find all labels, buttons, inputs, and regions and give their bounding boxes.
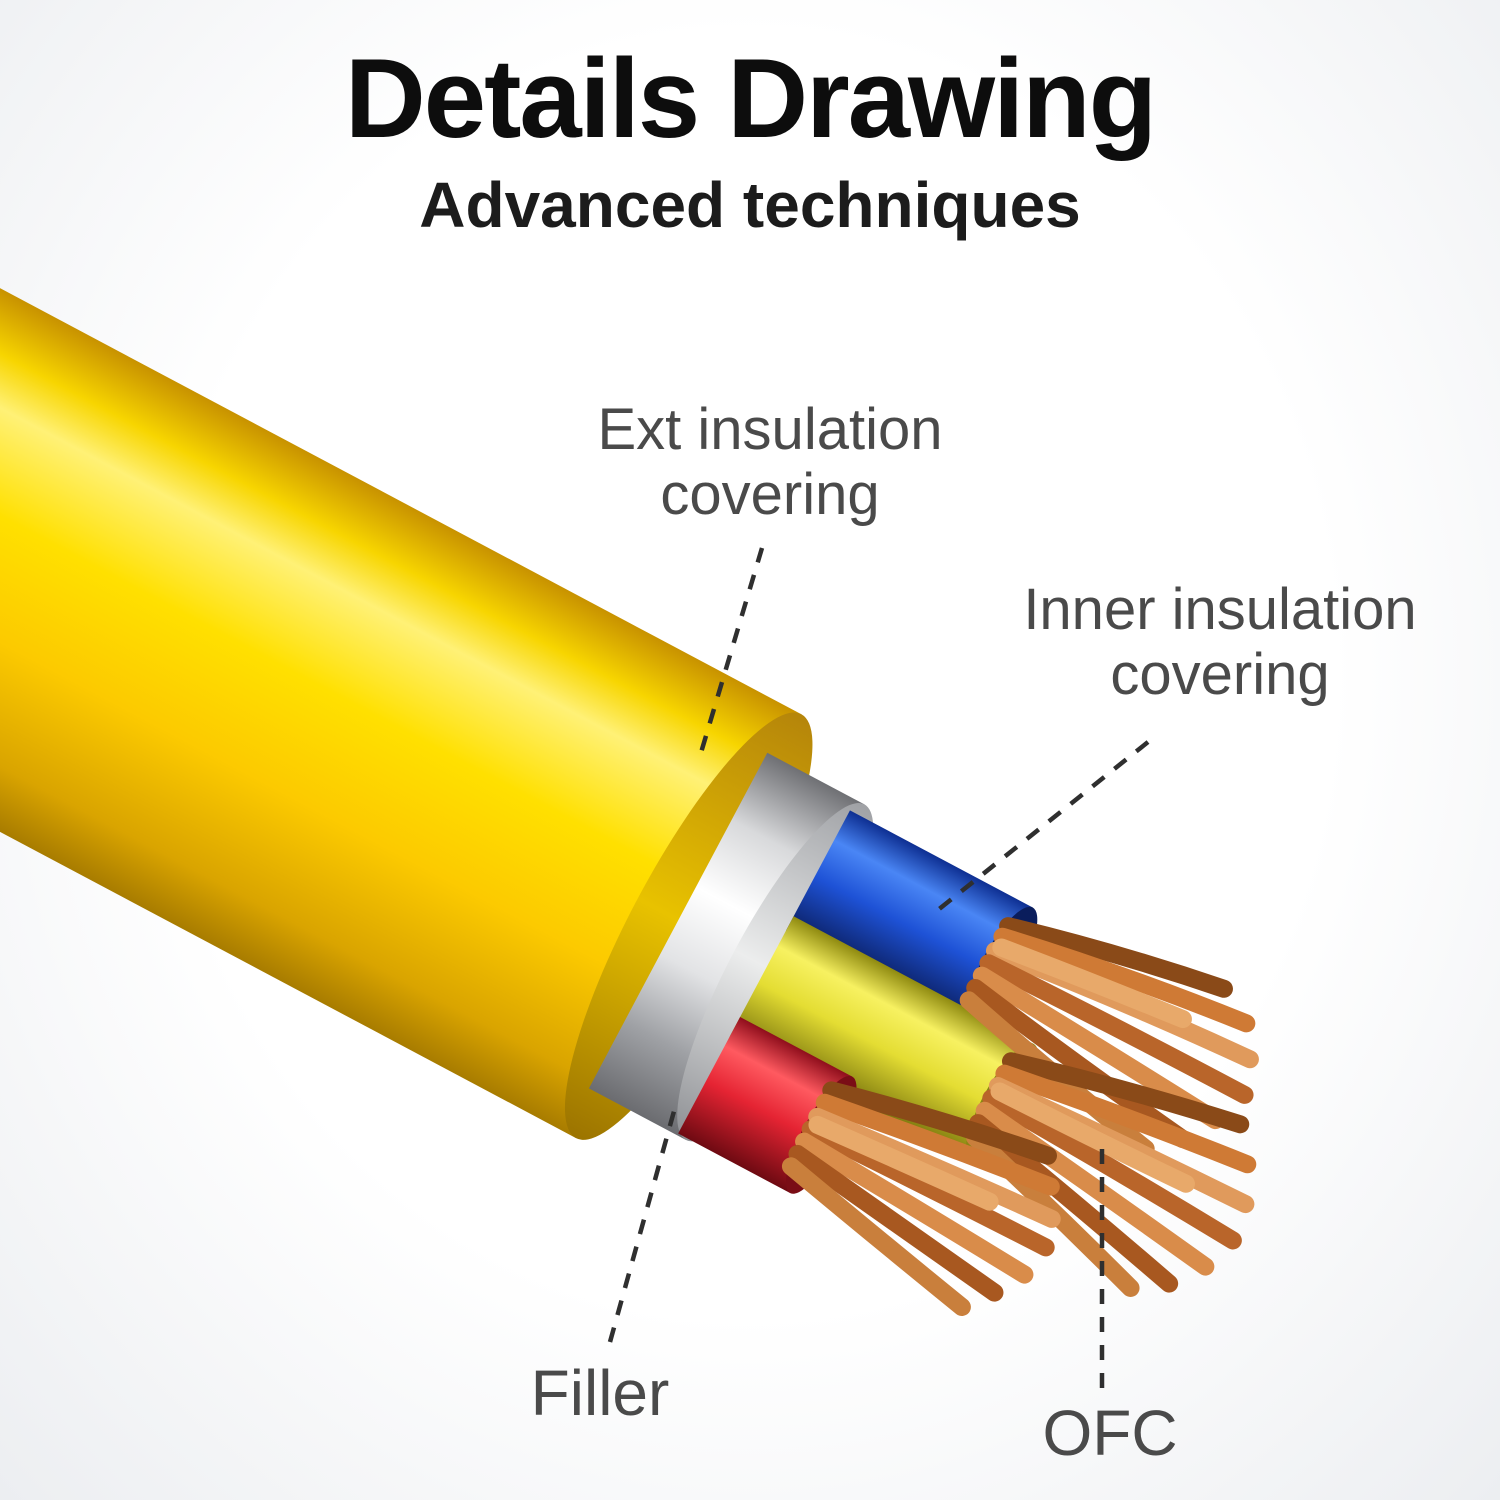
cable-assembly (0, 179, 1259, 1317)
label-filler: Filler (530, 1357, 670, 1429)
copper-strands-red (781, 1081, 1061, 1317)
leader-line-inner-insulation (936, 740, 1150, 912)
leader-line-filler (607, 1103, 679, 1343)
label-ofc: OFC (1042, 1397, 1178, 1469)
copper-strands-blue (959, 917, 1259, 1158)
leader-line-ext-insulation (697, 547, 765, 757)
label-inner-insulation-covering: Inner insulation covering (1023, 577, 1417, 707)
page-subtitle: Advanced techniques (419, 169, 1081, 241)
label-ext-insulation-covering: Ext insulation covering (597, 397, 943, 527)
page-title: Details Drawing (344, 36, 1157, 161)
